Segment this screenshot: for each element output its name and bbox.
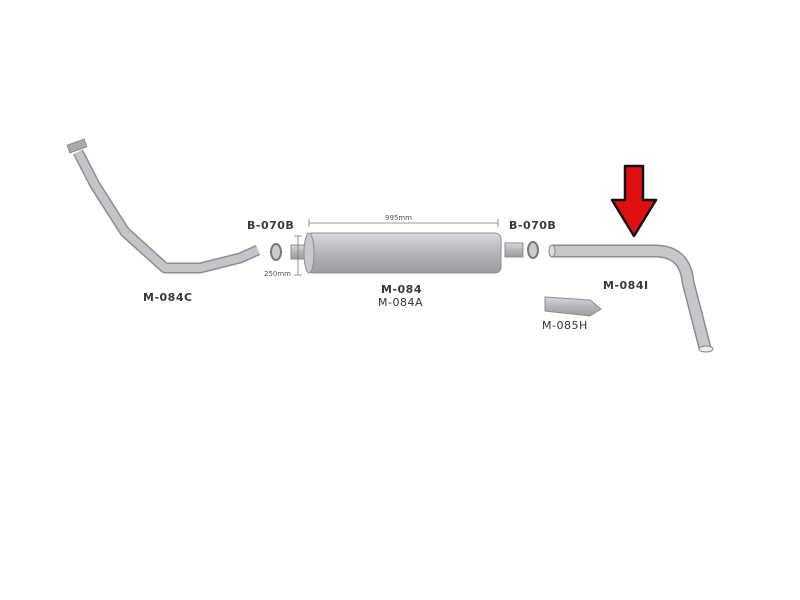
dimension-diameter: 250mm <box>264 270 291 278</box>
label-muffler: M-084 <box>381 283 422 296</box>
label-tail-pipe: M-084I <box>603 279 649 292</box>
muffler <box>290 219 524 276</box>
label-clamp-left: B-070B <box>247 219 295 232</box>
clamp-left <box>270 243 282 261</box>
label-muffler-alt: M-084A <box>378 296 423 309</box>
exhaust-tip <box>544 296 602 317</box>
clamp-right <box>527 241 539 259</box>
tail-pipe <box>548 244 714 353</box>
front-pipe <box>66 138 261 274</box>
dimension-length: 995mm <box>385 214 412 222</box>
arrow-down-icon <box>610 164 658 238</box>
label-tip: M-085H <box>542 319 588 332</box>
label-front-pipe: M-084C <box>143 291 193 304</box>
label-clamp-right: B-070B <box>509 219 557 232</box>
